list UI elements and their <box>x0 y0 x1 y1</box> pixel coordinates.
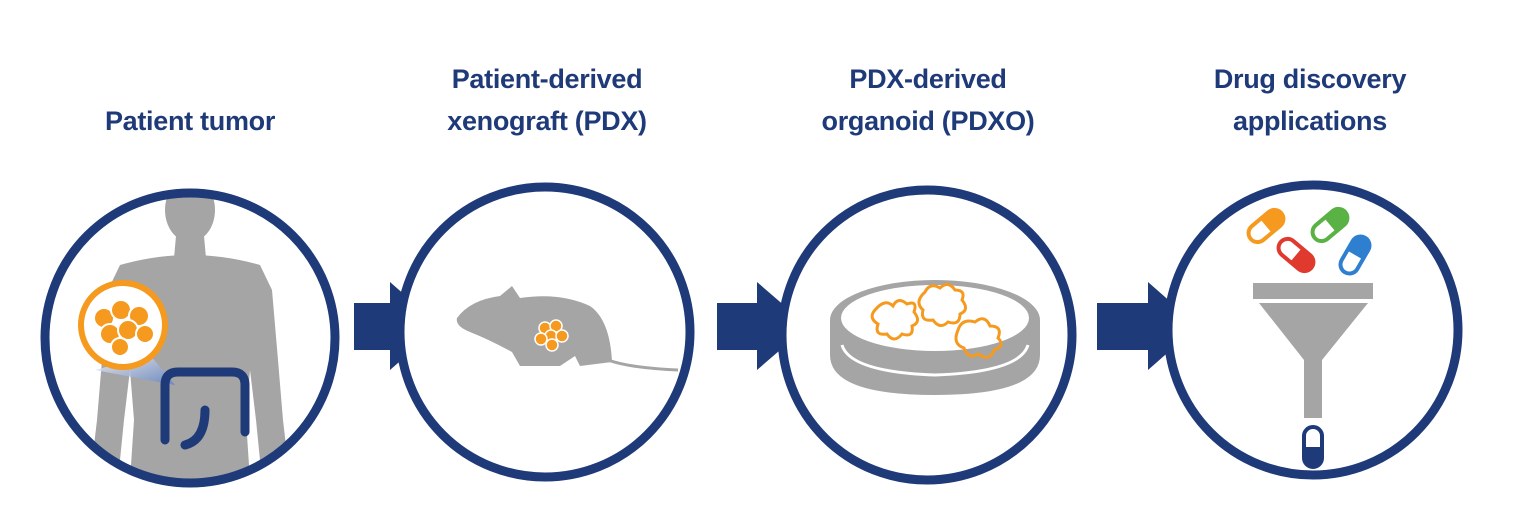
title-line: Drug discovery <box>1213 64 1407 94</box>
step-title-patient-tumor: Patient tumor <box>40 100 340 142</box>
step-pdx <box>395 182 695 482</box>
capsule-icon <box>1276 236 1316 274</box>
capsule-icon <box>1302 425 1324 469</box>
petri-dish-icon <box>830 280 1040 395</box>
step-title-pdxo: PDX-derived organoid (PDXO) <box>778 58 1078 142</box>
title-line: Patient tumor <box>104 106 276 136</box>
mouse-icon <box>456 286 679 372</box>
step-pdxo <box>777 185 1077 485</box>
title-line: PDX-derived <box>849 64 1007 94</box>
step-drug-discovery <box>1163 180 1463 480</box>
step-circle <box>40 188 340 488</box>
capsule-icon <box>1246 207 1286 245</box>
arrow-right-icon <box>717 282 808 370</box>
step-title-pdx: Patient-derived xenograft (PDX) <box>397 58 697 142</box>
tumor-cells-icon <box>78 280 168 370</box>
funnel-icon <box>1253 283 1373 418</box>
step-patient-tumor <box>40 188 340 488</box>
title-line: xenograft (PDX) <box>447 106 647 136</box>
colon-icon <box>160 367 250 450</box>
title-line: organoid (PDXO) <box>821 106 1035 136</box>
tumor-cells-icon <box>534 319 569 352</box>
capsule-icon <box>1310 206 1350 244</box>
title-line: Patient-derived <box>451 64 643 94</box>
magnify-beam <box>95 355 175 385</box>
organoid-icon <box>870 283 1003 359</box>
title-line: applications <box>1233 106 1387 136</box>
capsule-icon <box>1338 234 1372 276</box>
step-title-drug-discovery: Drug discovery applications <box>1160 58 1460 142</box>
